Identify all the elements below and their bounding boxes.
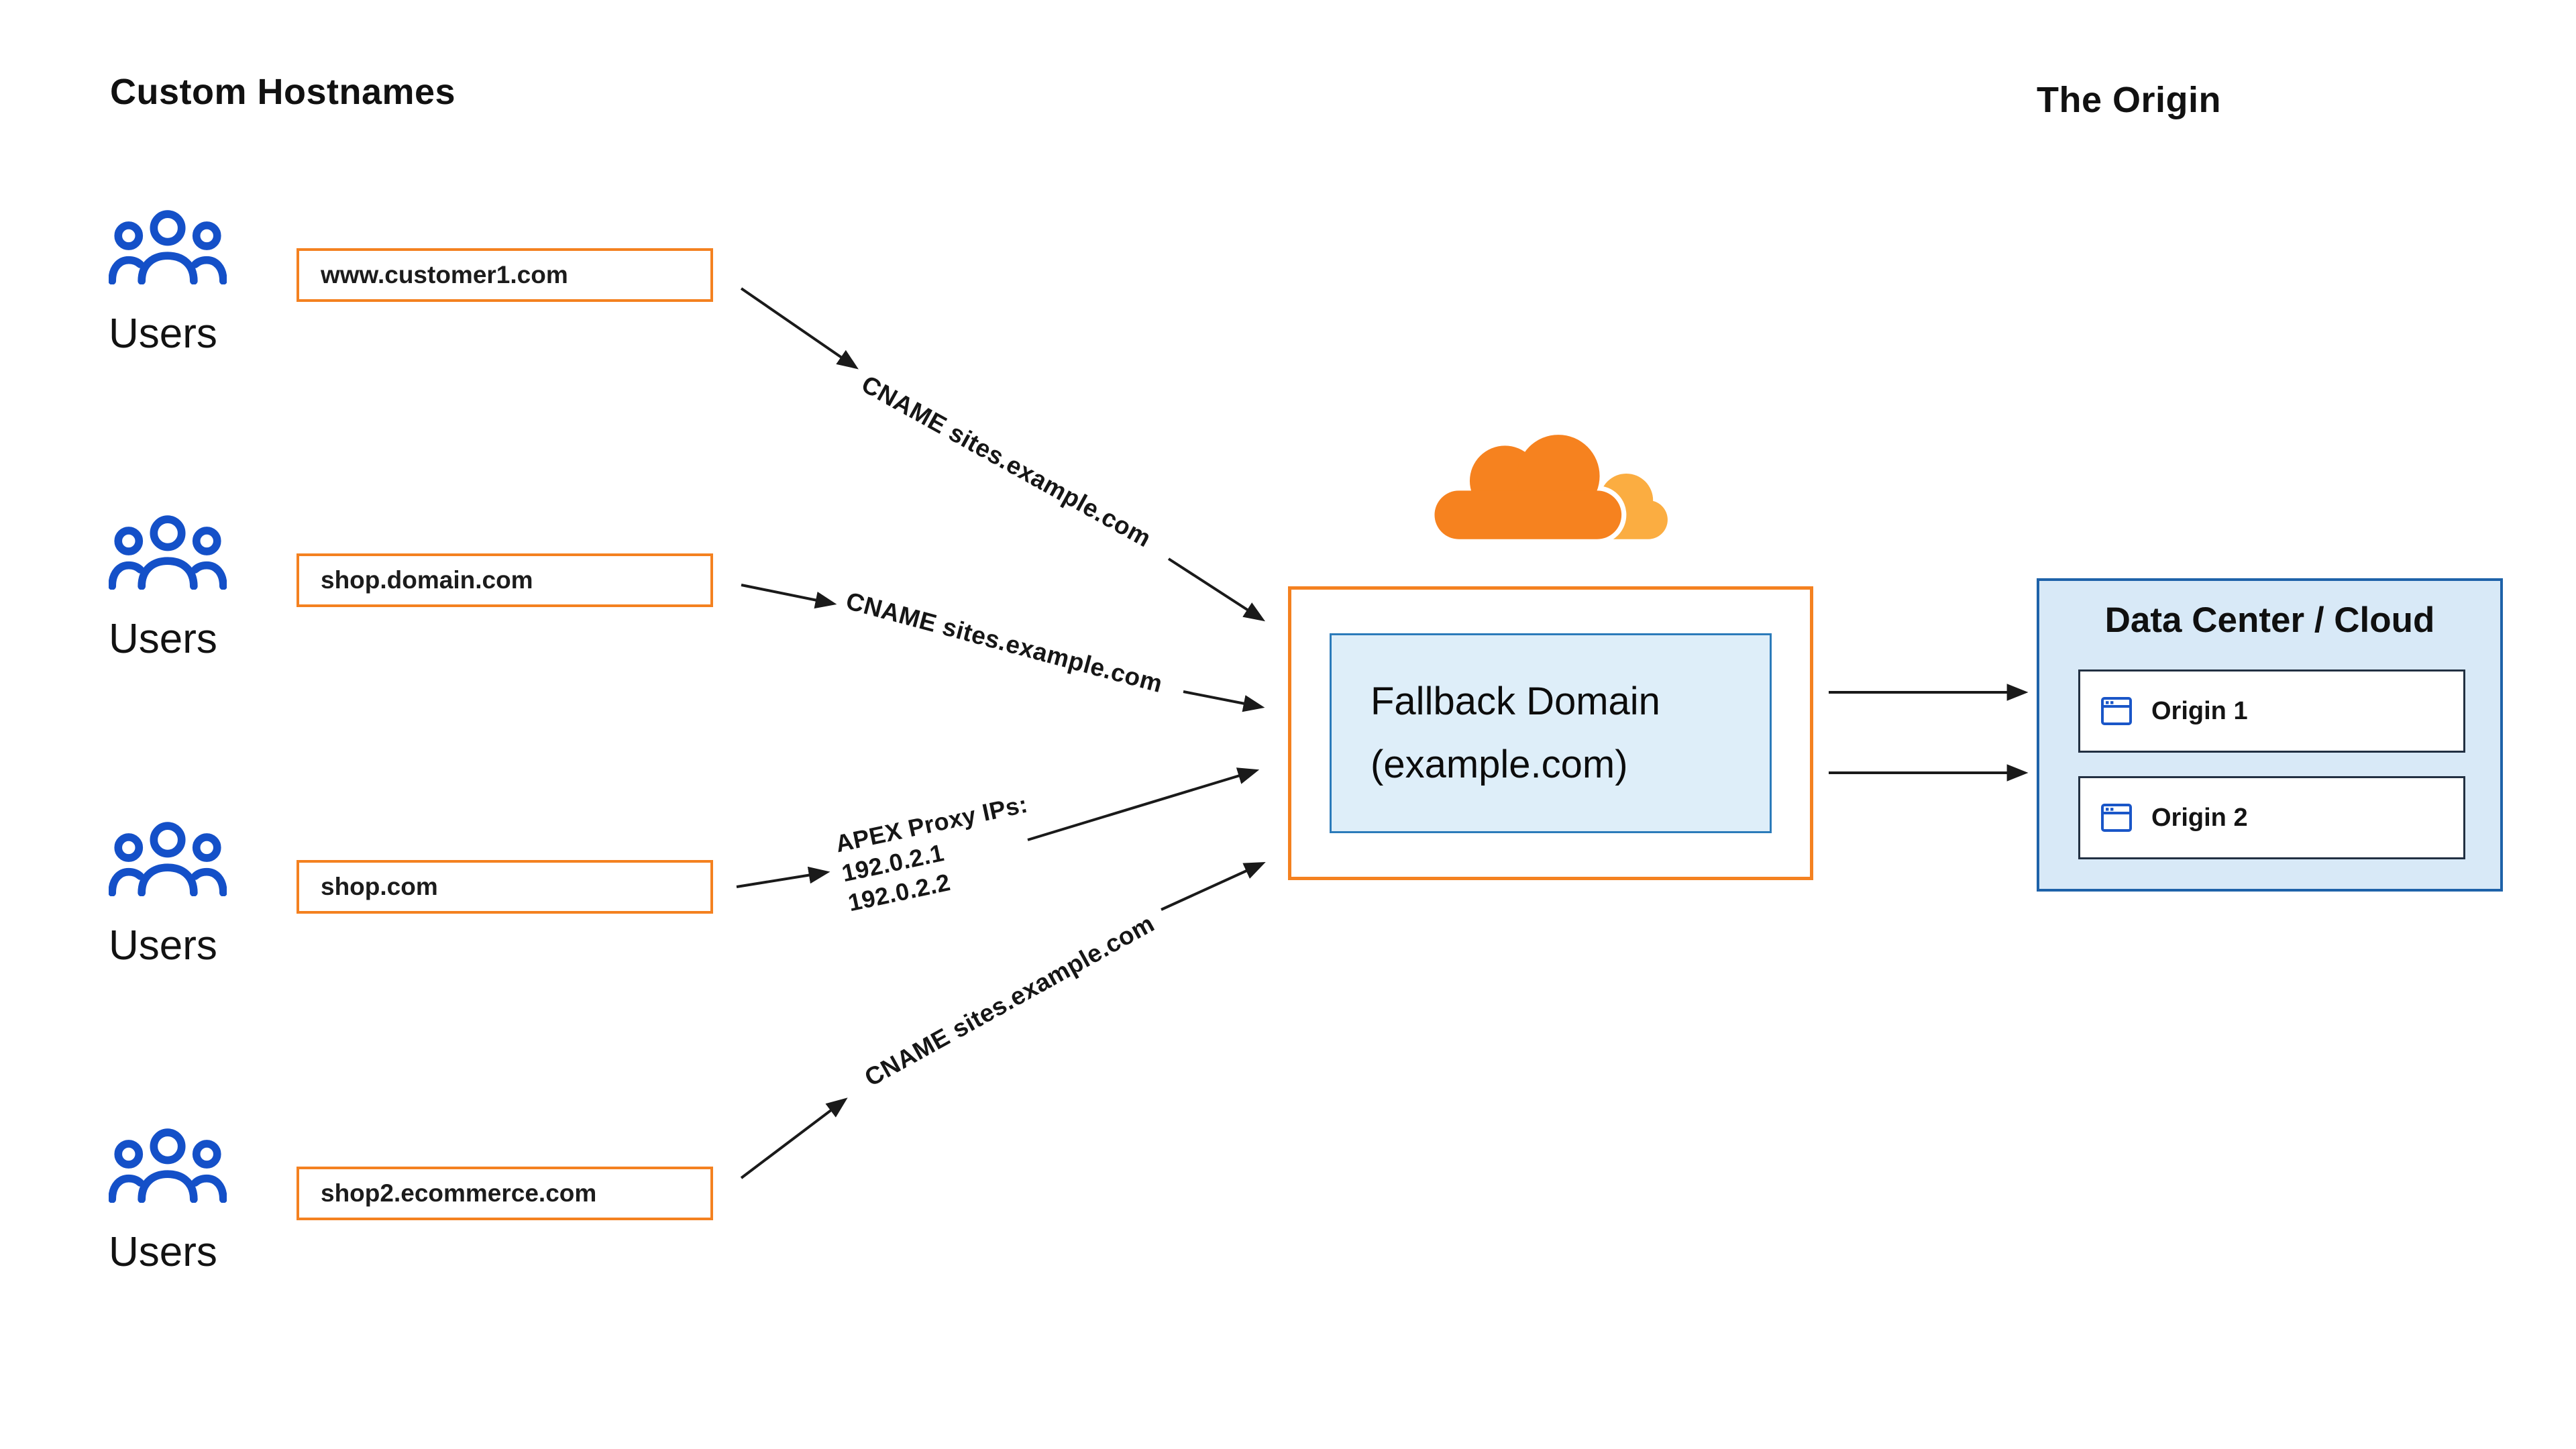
users-group-4: Users xyxy=(109,1126,227,1276)
data-center-title: Data Center / Cloud xyxy=(2104,600,2435,640)
hostname-label: shop.domain.com xyxy=(321,566,533,594)
arrow-label4-to-fallback xyxy=(1161,862,1266,911)
hostname-box-shop: shop.com xyxy=(297,860,713,914)
users-label: Users xyxy=(109,1229,217,1275)
users-group-1: Users xyxy=(109,208,227,358)
cloudflare-logo-main-cloud xyxy=(1434,435,1622,539)
hostname-box-shop-domain: shop.domain.com xyxy=(297,553,713,607)
users-group-3: Users xyxy=(109,820,227,969)
users-label: Users xyxy=(109,616,217,662)
cloudflare-zone-box: Fallback Domain (example.com) xyxy=(1288,586,1813,880)
users-label: Users xyxy=(109,311,217,357)
hostname-label: shop.com xyxy=(321,873,438,900)
fallback-domain-line2: (example.com) xyxy=(1371,743,1628,786)
origin-2-box: Origin 2 xyxy=(2078,776,2465,859)
users-icon xyxy=(109,210,227,284)
browser-window-icon xyxy=(2101,804,2132,832)
users-label: Users xyxy=(109,922,217,969)
arrow-label3-to-fallback xyxy=(1027,767,1260,841)
fallback-domain-line1: Fallback Domain xyxy=(1371,680,1660,723)
origin-1-label: Origin 1 xyxy=(2151,696,2248,725)
hostname-box-shop2-ecommerce: shop2.ecommerce.com xyxy=(297,1167,713,1220)
origin-section-title: The Origin xyxy=(2037,80,2221,120)
users-icon xyxy=(109,515,227,590)
hostname-box-www-customer1: www.customer1.com xyxy=(297,248,713,302)
arrow-hostname2-to-label xyxy=(741,584,837,609)
arrow-hostname1-to-label xyxy=(740,287,859,370)
fallback-domain-box: Fallback Domain (example.com) xyxy=(1330,633,1772,833)
arrow-label1-to-fallback xyxy=(1167,557,1266,622)
users-group-2: Users xyxy=(109,513,227,663)
hostname-label: shop2.ecommerce.com xyxy=(321,1179,597,1207)
cloudflare-logo xyxy=(1430,429,1668,544)
browser-window-icon xyxy=(2101,697,2132,725)
origin-1-box: Origin 1 xyxy=(2078,669,2465,753)
users-icon xyxy=(109,1128,227,1203)
hostname-label: www.customer1.com xyxy=(321,261,568,288)
arrow-hostname4-to-label xyxy=(740,1097,848,1179)
custom-hostnames-title: Custom Hostnames xyxy=(110,72,456,112)
arrow-hostname3-to-label xyxy=(736,866,830,888)
users-icon xyxy=(109,822,227,896)
arrow-label2-to-fallback xyxy=(1183,690,1265,712)
data-center-box: Data Center / Cloud Origin 1 Origin 2 xyxy=(2037,578,2503,892)
origin-2-label: Origin 2 xyxy=(2151,803,2248,832)
